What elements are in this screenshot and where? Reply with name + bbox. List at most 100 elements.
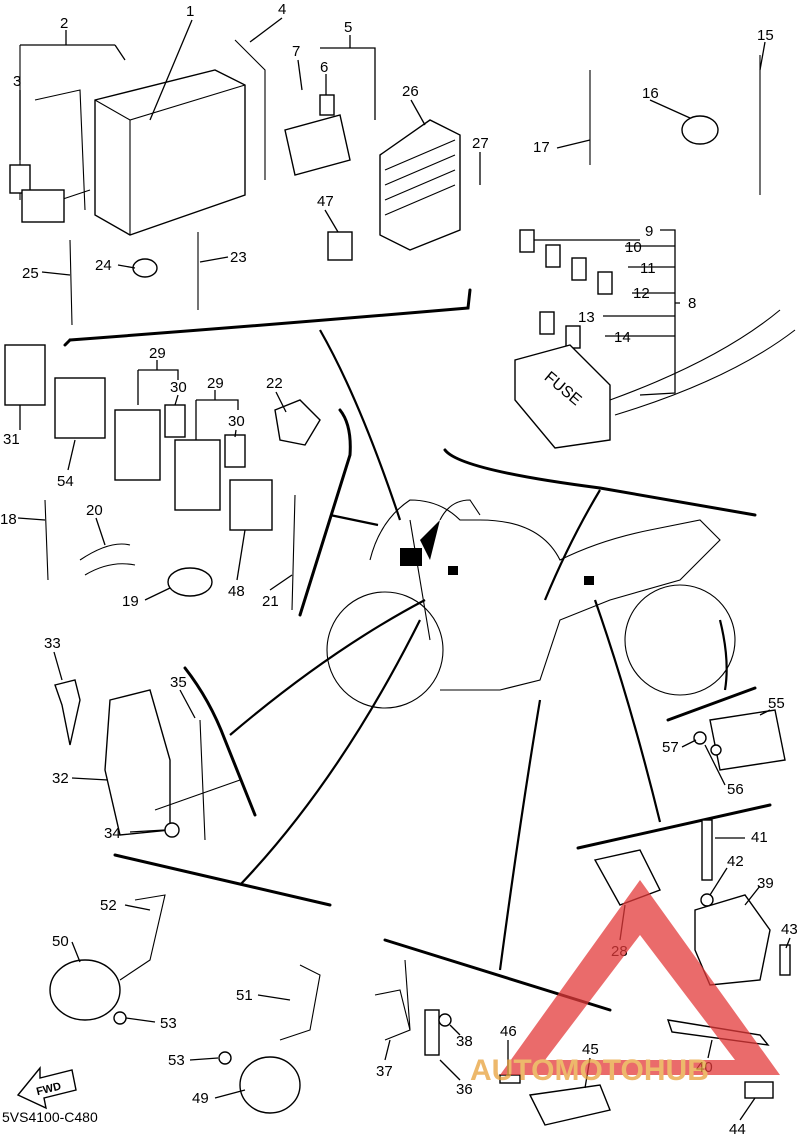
leader-55 [759,709,771,716]
leader-35 [179,689,196,719]
leader-5 [320,35,376,120]
callout-56: 56 [727,781,744,798]
bike-body [369,499,721,691]
clamp-20 [79,543,136,576]
main-switch [104,689,171,836]
bracket-51 [279,964,321,1041]
pointer-horn [239,619,421,886]
bolt-53b [218,1051,232,1065]
callout-44: 44 [729,1121,746,1136]
callout-45: 45 [582,1041,599,1058]
callout-46: 46 [500,1023,517,1040]
callout-10: 10 [625,239,642,256]
callout-20: 20 [86,502,103,519]
callout-30b: 30 [228,413,245,430]
callout-29b: 29 [207,375,224,392]
leader-15 [759,41,766,71]
battery-location-mark [400,548,422,566]
callout-11: 11 [640,260,656,277]
leader-29b [195,390,239,440]
horn-49 [239,1056,301,1114]
washer-57 [710,744,722,756]
pointer-sensor [498,699,542,971]
reflector-55 [709,709,786,771]
fuse-13 [539,311,555,335]
sensor-wire [404,959,411,1031]
motorcycle-outline [326,499,736,709]
arrow-head-battery [420,520,440,560]
pointer-battery [319,329,402,521]
leader-30b [234,429,237,438]
callout-17: 17 [533,139,550,156]
ignition-group-bracket [183,666,257,817]
watermark: AUTOMOTOHUB [470,880,780,1087]
callout-22: 22 [266,375,283,392]
cable-ties [44,55,761,841]
leader-57 [681,739,697,748]
leader-33 [53,651,63,681]
callout-1: 1 [186,3,194,20]
callout-38: 38 [456,1033,473,1050]
nut-44 [744,1081,774,1099]
leader-49 [214,1089,246,1099]
leader-21 [269,574,293,591]
callout-21: 21 [262,593,279,610]
battery-bracket-end [63,338,72,347]
fuse-12 [597,271,613,295]
watermark-text: AUTOMOTOHUB [470,1054,709,1087]
callout-13: 13 [578,309,595,326]
leader-26 [410,99,426,126]
fwd-label: FWD [35,1080,62,1098]
leader-22 [275,391,287,413]
leader-44 [739,1097,756,1121]
callout-50: 50 [52,933,69,950]
leader-1 [149,19,193,121]
fuse-location-mark [584,576,594,585]
callout-3: 3 [13,73,21,90]
fuse-group-bracket [443,448,757,517]
starter-relay [284,114,351,176]
callout-33: 33 [44,635,61,652]
callout-6: 6 [320,59,328,76]
callout-23: 23 [230,249,247,266]
unit-48 [229,479,273,531]
callout-51: 51 [236,987,253,1004]
callout-41: 41 [751,829,768,846]
leader-38 [449,1024,461,1036]
regulator-fins [384,139,456,216]
washer-42 [700,893,714,907]
callout-27: 27 [472,135,489,152]
callout-8: 8 [688,295,696,312]
fuse-box-harness [609,309,796,416]
callout-57: 57 [662,739,679,756]
leader-39 [744,885,761,906]
battery-edges [94,84,246,235]
parts [4,39,796,1126]
bolt-43 [779,944,791,976]
relay-group-bracket [298,408,352,617]
bolt-53a [113,1011,127,1025]
leader-53a [125,1017,156,1023]
clamp-16 [681,115,719,145]
callout-53a: 53 [160,1015,177,1032]
callout-26: 26 [402,83,419,100]
front-wheel [326,591,444,709]
leader-18 [17,517,46,521]
bracket-37 [374,989,411,1041]
callout-15: 15 [757,27,774,44]
callout-37: 37 [376,1063,393,1080]
callout-52: 52 [100,897,117,914]
leader-19 [144,587,171,601]
watermark-triangle-icon [500,880,780,1075]
battery-lead [234,39,266,180]
clamp-19 [167,567,213,597]
callout-30a: 30 [170,379,187,396]
leader-42 [709,867,728,896]
leader-24 [117,264,136,269]
callout-4: 4 [278,1,286,18]
leader-30a [174,394,179,406]
callout-31: 31 [3,431,20,448]
pointer-lines [229,329,728,971]
callout-24: 24 [95,257,112,274]
